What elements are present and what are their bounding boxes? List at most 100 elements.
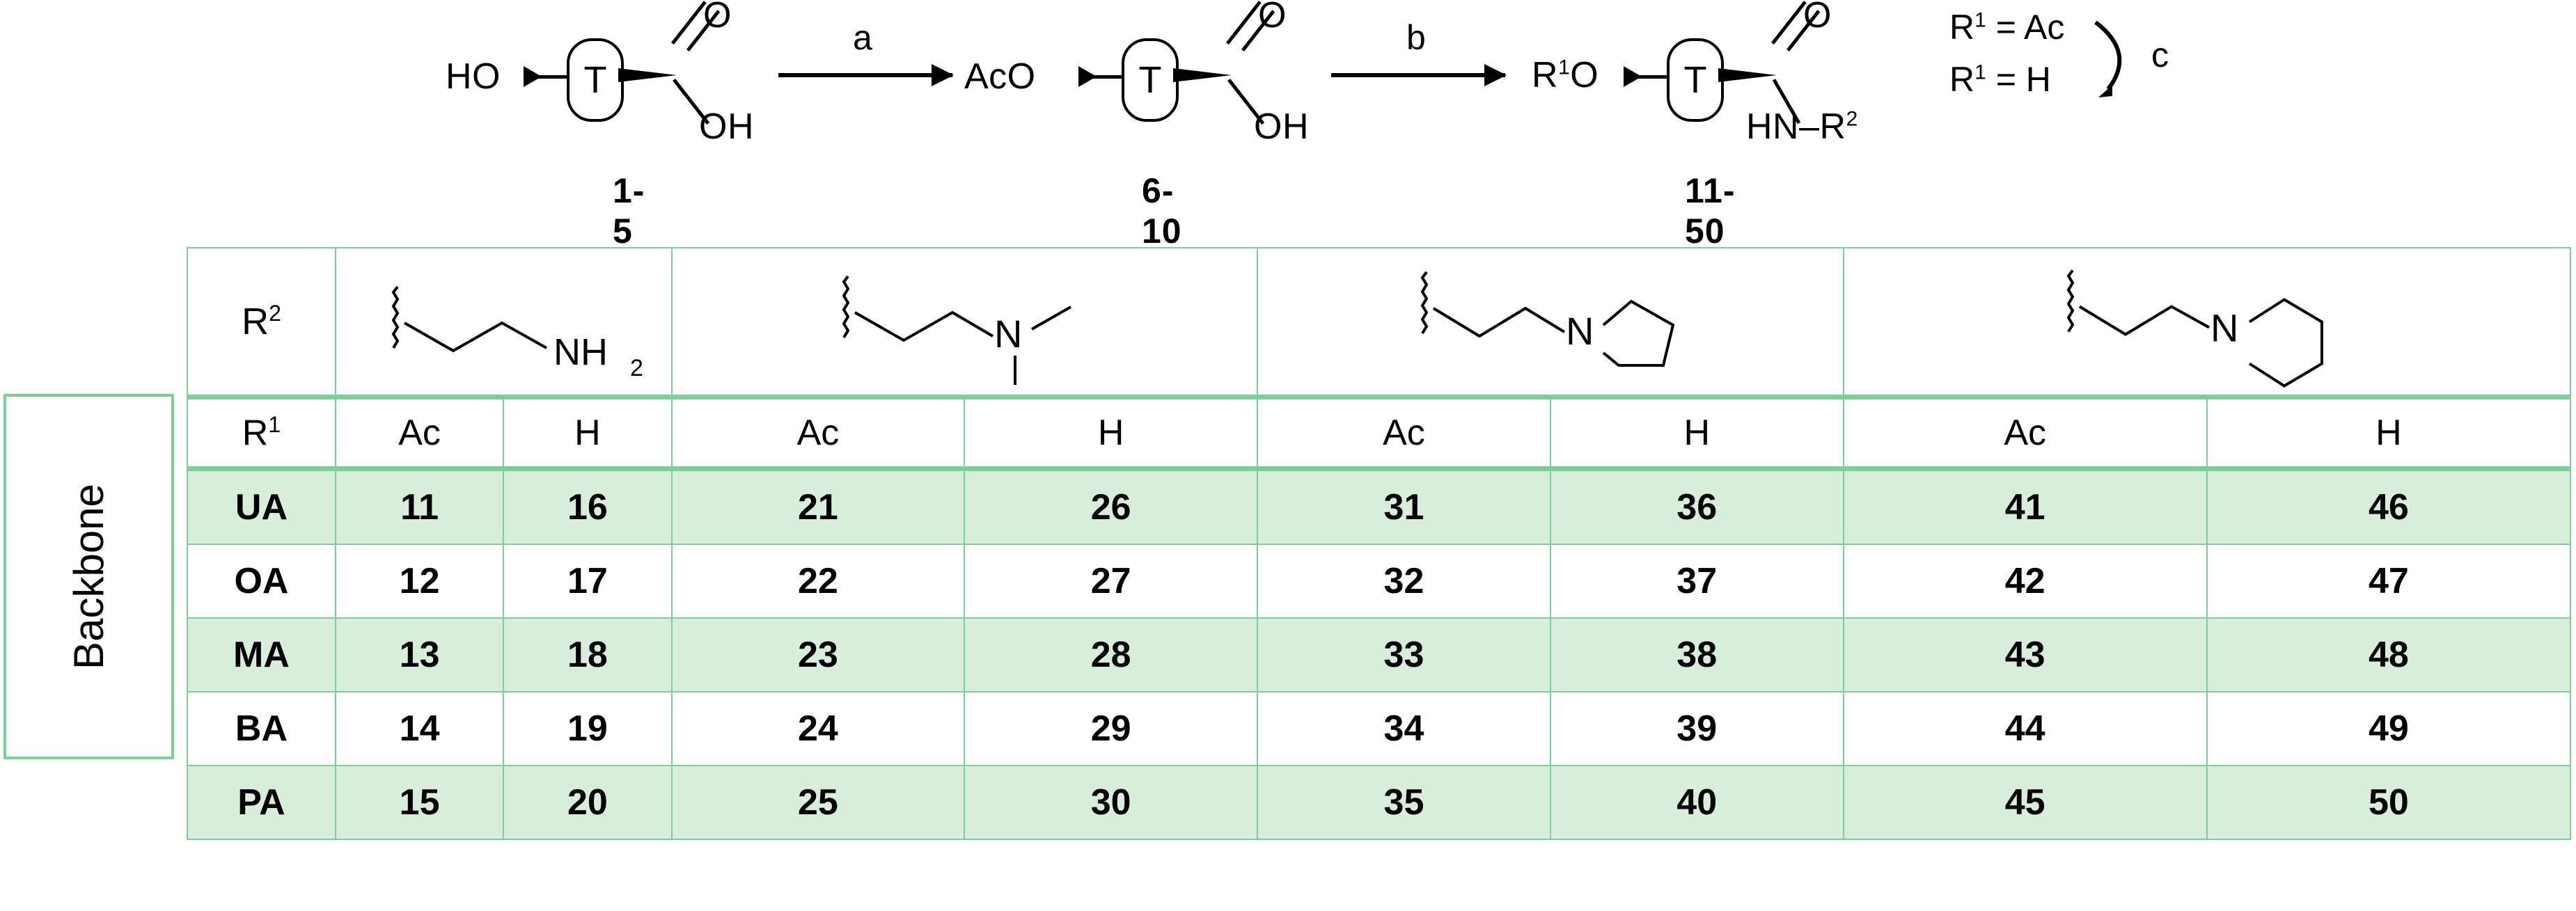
compound-cell: 20 <box>503 765 673 840</box>
backbone-cell: OA <box>187 544 336 619</box>
core-t-letter: T <box>1683 59 1707 101</box>
compound-cell: 38 <box>1549 617 1844 692</box>
svg-text:2: 2 <box>630 355 643 381</box>
amide-label: HN–R2 <box>1746 106 1858 147</box>
compound-cell: 23 <box>670 617 966 692</box>
r2-superscript: 2 <box>269 301 281 326</box>
bond-ho-core <box>528 75 568 79</box>
reaction-condition-c: c <box>2151 35 2169 74</box>
r1-col-7: H <box>2206 396 2572 471</box>
compound-label-11-50: 11-50 <box>1685 171 1736 251</box>
acetoxy-label: AcO <box>964 56 1036 97</box>
compound-cell: 16 <box>503 468 673 545</box>
compound-cell: 24 <box>670 691 966 766</box>
core-t-box-3: T <box>1667 38 1724 122</box>
table-row: OA 12 17 22 27 32 37 42 47 <box>187 544 2572 619</box>
compound-cell: 27 <box>964 544 1259 619</box>
backbone-group-box: Backbone <box>3 394 174 759</box>
compound-cell: 28 <box>964 617 1259 692</box>
compound-cell: 43 <box>1842 617 2208 692</box>
compound-cell: 25 <box>670 765 966 840</box>
compound-cell: 21 <box>670 468 966 545</box>
svg-text:N: N <box>994 312 1022 356</box>
sketch-pyrrolidinylpropyl: N <box>1258 255 1843 388</box>
compound-cell: 22 <box>670 544 966 619</box>
r2-substituent-piperidinylpropyl: N <box>1842 247 2572 399</box>
r1-header-label: R1 <box>187 396 336 471</box>
r1-col-1: H <box>503 396 673 471</box>
compound-cell: 45 <box>1842 765 2208 840</box>
compound-cell: 48 <box>2206 617 2572 692</box>
table-row: UA 11 16 21 26 31 36 41 46 <box>187 468 2572 545</box>
wedge-aco <box>1078 66 1097 87</box>
core-t-box-1: T <box>567 38 624 122</box>
compound-cell: 42 <box>1842 544 2208 619</box>
sketch-aminopropyl: NH 2 <box>336 255 671 388</box>
compound-cell: 17 <box>503 544 673 619</box>
wedge-core-carbonyl-3 <box>1718 68 1777 82</box>
compound-cell: 12 <box>334 544 505 619</box>
arrow-head-b <box>1484 64 1507 86</box>
r1-col-3: H <box>964 396 1259 471</box>
r1-col-0: Ac <box>334 396 505 471</box>
wedge-core-carbonyl-2 <box>1173 68 1232 82</box>
compound-cell: 41 <box>1842 468 2208 545</box>
compound-cell: 39 <box>1549 691 1844 766</box>
arrow-head-a <box>932 64 954 86</box>
substituent-table: R2 NH 2 N <box>187 247 2572 840</box>
core-t-box-2: T <box>1122 38 1179 122</box>
bond-r1o-core <box>1628 75 1668 79</box>
r2-substituent-pyrrolidinylpropyl: N <box>1257 247 1844 399</box>
r1-col-4: Ac <box>1257 396 1551 471</box>
backbone-cell: PA <box>187 765 336 840</box>
compound-cell: 36 <box>1549 468 1844 545</box>
compound-matrix: Backbone R2 NH 2 <box>0 247 2576 908</box>
carbonyl-oxygen-label-2: O <box>1258 0 1287 35</box>
hydroxyl-acid-label-2: OH <box>1254 106 1309 147</box>
compound-cell: 26 <box>964 468 1259 545</box>
reaction-condition-a: a <box>853 18 872 57</box>
bond-co-a <box>671 1 707 45</box>
reaction-condition-b: b <box>1406 18 1426 57</box>
compound-cell: 13 <box>334 617 505 692</box>
compound-cell: 40 <box>1549 765 1844 840</box>
svg-text:NH: NH <box>553 331 608 373</box>
r1-definition-h: R1 = H <box>1949 60 2051 99</box>
bond-co-a-2 <box>1226 1 1262 45</box>
compound-cell: 44 <box>1842 691 2208 766</box>
compound-cell: 49 <box>2206 691 2572 766</box>
table-row: BA 14 19 24 29 34 39 44 49 <box>187 691 2572 766</box>
compound-cell: 19 <box>503 691 673 766</box>
arrow-line-a <box>778 73 952 77</box>
compound-cell: 14 <box>334 691 505 766</box>
arrow-line-b <box>1331 73 1505 77</box>
compound-cell: 31 <box>1257 468 1551 545</box>
compound-cell: 18 <box>503 617 673 692</box>
carbonyl-oxygen-label-3: O <box>1803 0 1832 35</box>
compound-cell: 33 <box>1257 617 1551 692</box>
bond-co-a-3 <box>1771 1 1807 45</box>
reaction-scheme: HO T O OH 1-5 a AcO T O OH 6 <box>0 0 2576 251</box>
wedge-ho <box>524 66 542 87</box>
compound-cell: 46 <box>2206 468 2572 545</box>
compound-label-1-5: 1-5 <box>613 171 645 251</box>
compound-cell: 47 <box>2206 544 2572 619</box>
r1-col-5: H <box>1549 396 1844 471</box>
wedge-r1o <box>1624 66 1642 87</box>
compound-cell: 32 <box>1257 544 1551 619</box>
compound-cell: 34 <box>1257 691 1551 766</box>
compound-cell: 29 <box>964 691 1259 766</box>
compound-cell: 15 <box>334 765 505 840</box>
core-t-letter: T <box>1138 59 1162 101</box>
compound-cell: 37 <box>1549 544 1844 619</box>
r1-col-2: Ac <box>670 396 966 471</box>
compound-cell: 11 <box>334 468 505 545</box>
backbone-cell: MA <box>187 617 336 692</box>
backbone-cell: BA <box>187 691 336 766</box>
svg-text:N: N <box>1566 309 1594 353</box>
curved-arrow-c-icon <box>2094 20 2122 97</box>
sketch-piperidinylpropyl: N <box>1844 255 2570 388</box>
table-row: MA 13 18 23 28 33 38 43 48 <box>187 617 2572 692</box>
r1-superscript: 1 <box>268 411 281 437</box>
compound-label-6-10: 6-10 <box>1142 171 1182 251</box>
